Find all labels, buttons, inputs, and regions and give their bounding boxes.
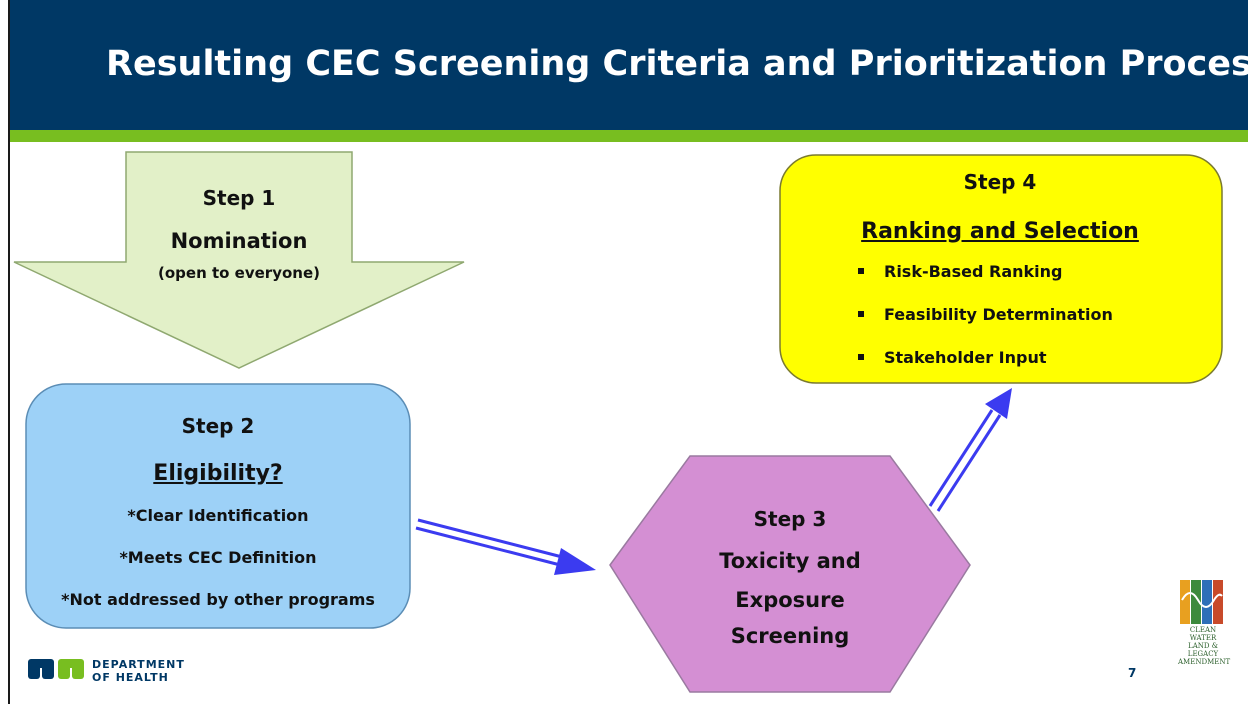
page-number: 7	[1128, 666, 1137, 680]
step4-label: Step 4	[963, 170, 1037, 194]
step3-label: Step 3	[753, 507, 827, 531]
bullet-square-icon	[858, 310, 864, 317]
step3-hexagon	[609, 455, 971, 693]
step2-box	[25, 383, 411, 629]
department-line1: DEPARTMENT	[92, 658, 185, 671]
step4-bullet-text: Stakeholder Input	[884, 348, 1047, 367]
step3-line: Screening	[730, 624, 850, 648]
step1-heading: Nomination	[170, 229, 308, 253]
slide-title: Resulting CEC Screening Criteria and Pri…	[106, 44, 1248, 84]
step4-bullet: Risk-Based Ranking	[858, 262, 1113, 305]
slide-left-border	[8, 0, 10, 704]
step1-label: Step 1	[202, 186, 276, 210]
step1-subtext: (open to everyone)	[158, 264, 320, 282]
step2-criterion: *Meets CEC Definition	[119, 548, 317, 567]
title-accent-stripe	[10, 130, 1248, 142]
step2-criterion: *Not addressed by other programs	[61, 590, 375, 609]
department-line2: OF HEALTH	[92, 671, 169, 684]
department-of-health-wordmark: DEPARTMENT OF HEALTH	[92, 658, 185, 684]
step4-bullet-list: Risk-Based Ranking Feasibility Determina…	[858, 262, 1113, 391]
step2-label: Step 2	[181, 414, 255, 438]
step1-down-arrow	[13, 151, 465, 369]
bullet-square-icon	[858, 267, 864, 274]
step4-bullet: Stakeholder Input	[858, 348, 1113, 391]
step3-line: Exposure	[735, 588, 845, 612]
step4-bullet-text: Risk-Based Ranking	[884, 262, 1063, 281]
arrow-step3-to-step4	[928, 388, 1012, 512]
legacy-amendment-text: CLEAN WATER LAND & LEGACY AMENDMENT	[1178, 626, 1231, 666]
mn-logo-mark	[28, 659, 84, 679]
step4-heading: Ranking and Selection	[861, 219, 1139, 244]
step4-box	[779, 154, 1223, 384]
legacy-amendment-logo-mark	[1180, 580, 1223, 624]
step2-criterion: *Clear Identification	[127, 506, 309, 525]
step4-bullet-text: Feasibility Determination	[884, 305, 1113, 324]
step3-line: Toxicity and	[719, 549, 861, 573]
bullet-square-icon	[858, 353, 864, 360]
step4-bullet: Feasibility Determination	[858, 305, 1113, 348]
title-banner	[10, 0, 1248, 130]
arrow-step2-to-step3	[415, 518, 596, 575]
step2-heading: Eligibility?	[153, 461, 283, 486]
